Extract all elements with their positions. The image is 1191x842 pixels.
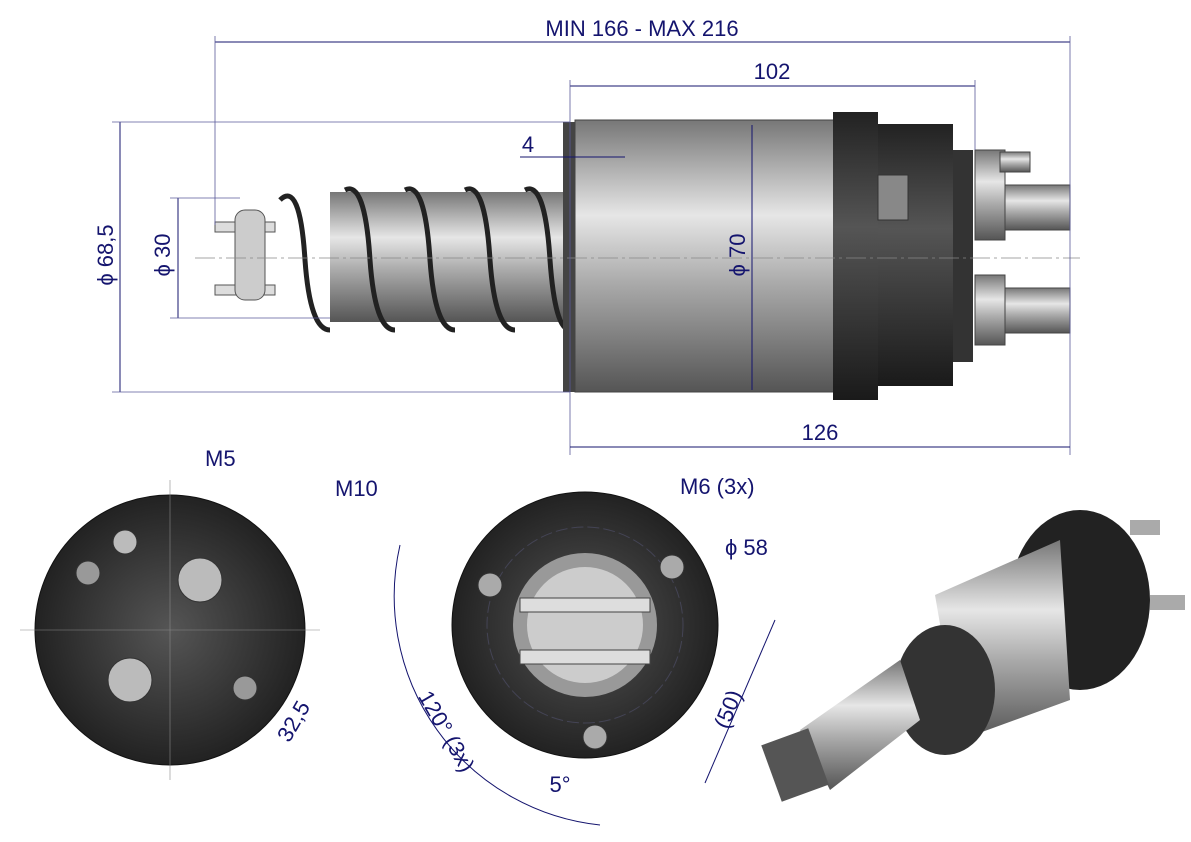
angle-spacing-label: 120° (3x) <box>413 686 479 776</box>
terminal-end-view <box>20 480 320 780</box>
body-length-label: 102 <box>754 59 791 84</box>
bolt-circle-label: ϕ 58 <box>725 535 768 560</box>
mounting-end-view <box>393 491 776 826</box>
body-diameter-label: ϕ 70 <box>725 234 750 277</box>
m10-label: M10 <box>335 476 378 501</box>
isometric-view <box>761 510 1185 802</box>
dimension-lines <box>112 36 1071 455</box>
angle-offset-label: 5° <box>549 772 570 797</box>
flange-offset-label: 4 <box>522 132 534 157</box>
spring <box>278 186 571 333</box>
side-view <box>195 112 1080 400</box>
overall-length-label: MIN 166 - MAX 216 <box>545 16 738 41</box>
reference-dim-label: (50) <box>709 686 747 732</box>
flange-diameter-label: ϕ 68,5 <box>93 224 118 285</box>
m5-label: M5 <box>205 446 236 471</box>
plunger-diameter-label: ϕ 30 <box>150 234 175 277</box>
total-length-label: 126 <box>802 420 839 445</box>
m6-label: M6 (3x) <box>680 474 755 499</box>
